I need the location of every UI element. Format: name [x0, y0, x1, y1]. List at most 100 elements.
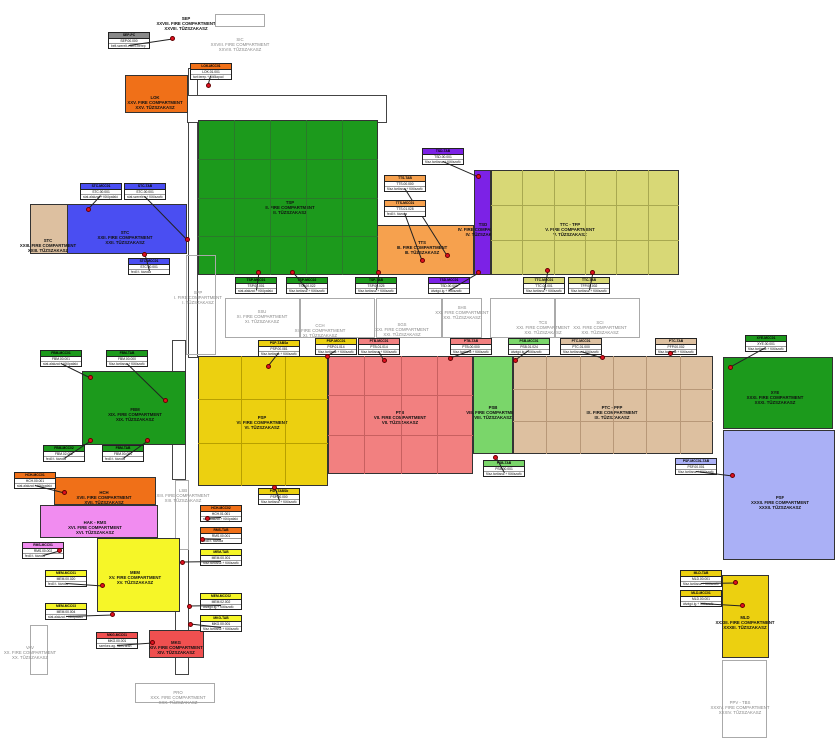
panel-location-marker[interactable]	[142, 252, 147, 257]
zone-vav[interactable]	[30, 625, 48, 675]
panel-location-marker[interactable]	[445, 253, 450, 258]
panel-location-marker[interactable]	[200, 537, 205, 542]
zone-hak[interactable]	[40, 505, 158, 538]
zone-psf[interactable]	[723, 430, 835, 560]
panel-location-marker[interactable]	[740, 603, 745, 608]
zone-stc[interactable]	[66, 204, 187, 254]
panel-location-marker[interactable]	[88, 438, 93, 443]
zone-stc2[interactable]	[30, 204, 68, 254]
panel-location-marker[interactable]	[513, 358, 518, 363]
panel-location-marker[interactable]	[170, 36, 175, 41]
panel-location-marker[interactable]	[206, 83, 211, 88]
panel-tag-sep-pc[interactable]: SEP-PCSEP.00.000belt.szerelt-eltérő.bere…	[108, 32, 150, 49]
zone-mkg[interactable]	[149, 630, 204, 658]
panel-location-marker[interactable]	[180, 560, 185, 565]
panel-location-marker[interactable]	[590, 270, 595, 275]
zone-hch[interactable]	[54, 477, 156, 505]
panel-location-marker[interactable]	[325, 354, 330, 359]
panel-location-marker[interactable]	[266, 364, 271, 369]
panel-location-marker[interactable]	[256, 270, 261, 275]
panel-location-marker[interactable]	[730, 473, 735, 478]
panel-location-marker[interactable]	[205, 516, 210, 521]
panel-location-marker[interactable]	[145, 438, 150, 443]
zone-psp[interactable]	[198, 356, 328, 486]
panel-location-marker[interactable]	[420, 258, 425, 263]
zone-psb[interactable]	[473, 356, 513, 454]
zone-lok[interactable]	[125, 75, 188, 113]
zone-sci[interactable]	[555, 298, 640, 338]
zone-sgs[interactable]	[376, 298, 442, 338]
zone-mem[interactable]	[97, 538, 180, 612]
panel-location-marker[interactable]	[57, 548, 62, 553]
panel-location-marker[interactable]	[163, 398, 168, 403]
panel-location-marker[interactable]	[62, 490, 67, 495]
panel-location-marker[interactable]	[188, 622, 193, 627]
panel-location-marker[interactable]	[150, 640, 155, 645]
panel-location-marker[interactable]	[476, 174, 481, 179]
panel-location-marker[interactable]	[545, 268, 550, 273]
panel-location-marker[interactable]	[728, 365, 733, 370]
panel-location-marker[interactable]	[600, 355, 605, 360]
zone-ssu[interactable]	[225, 298, 300, 338]
panel-location-marker[interactable]	[382, 358, 387, 363]
panel-location-marker[interactable]	[733, 580, 738, 585]
zone-sic[interactable]	[215, 14, 265, 27]
panel-location-marker[interactable]	[86, 207, 91, 212]
panel-location-marker[interactable]	[110, 612, 115, 617]
panel-location-marker[interactable]	[187, 604, 192, 609]
panel-location-marker[interactable]	[290, 270, 295, 275]
panel-location-marker[interactable]	[376, 270, 381, 275]
panel-location-marker[interactable]	[448, 356, 453, 361]
panel-location-marker[interactable]	[88, 375, 93, 380]
zone-mld[interactable]	[722, 575, 769, 658]
panel-location-marker[interactable]	[668, 351, 673, 356]
zone-xye[interactable]	[723, 357, 833, 429]
zone-tts[interactable]	[377, 225, 474, 275]
zone-tsd[interactable]	[474, 170, 491, 275]
panel-location-marker[interactable]	[100, 583, 105, 588]
zone-shs[interactable]	[442, 298, 482, 338]
grid-line	[364, 356, 366, 474]
panel-location-marker[interactable]	[185, 237, 190, 242]
zone-cch[interactable]	[300, 298, 375, 338]
zone-lsb[interactable]	[175, 480, 189, 550]
zone-spp[interactable]	[186, 255, 216, 355]
panel-location-marker[interactable]	[493, 455, 498, 460]
zone-ppv[interactable]	[722, 660, 767, 738]
zone-pro[interactable]	[135, 683, 215, 703]
zone-tcs[interactable]	[490, 298, 555, 338]
panel-location-marker[interactable]	[272, 485, 277, 490]
panel-location-marker[interactable]	[476, 270, 481, 275]
panel-tag-description: fősz.tartóssz.+ fűtőszafó	[261, 500, 297, 504]
